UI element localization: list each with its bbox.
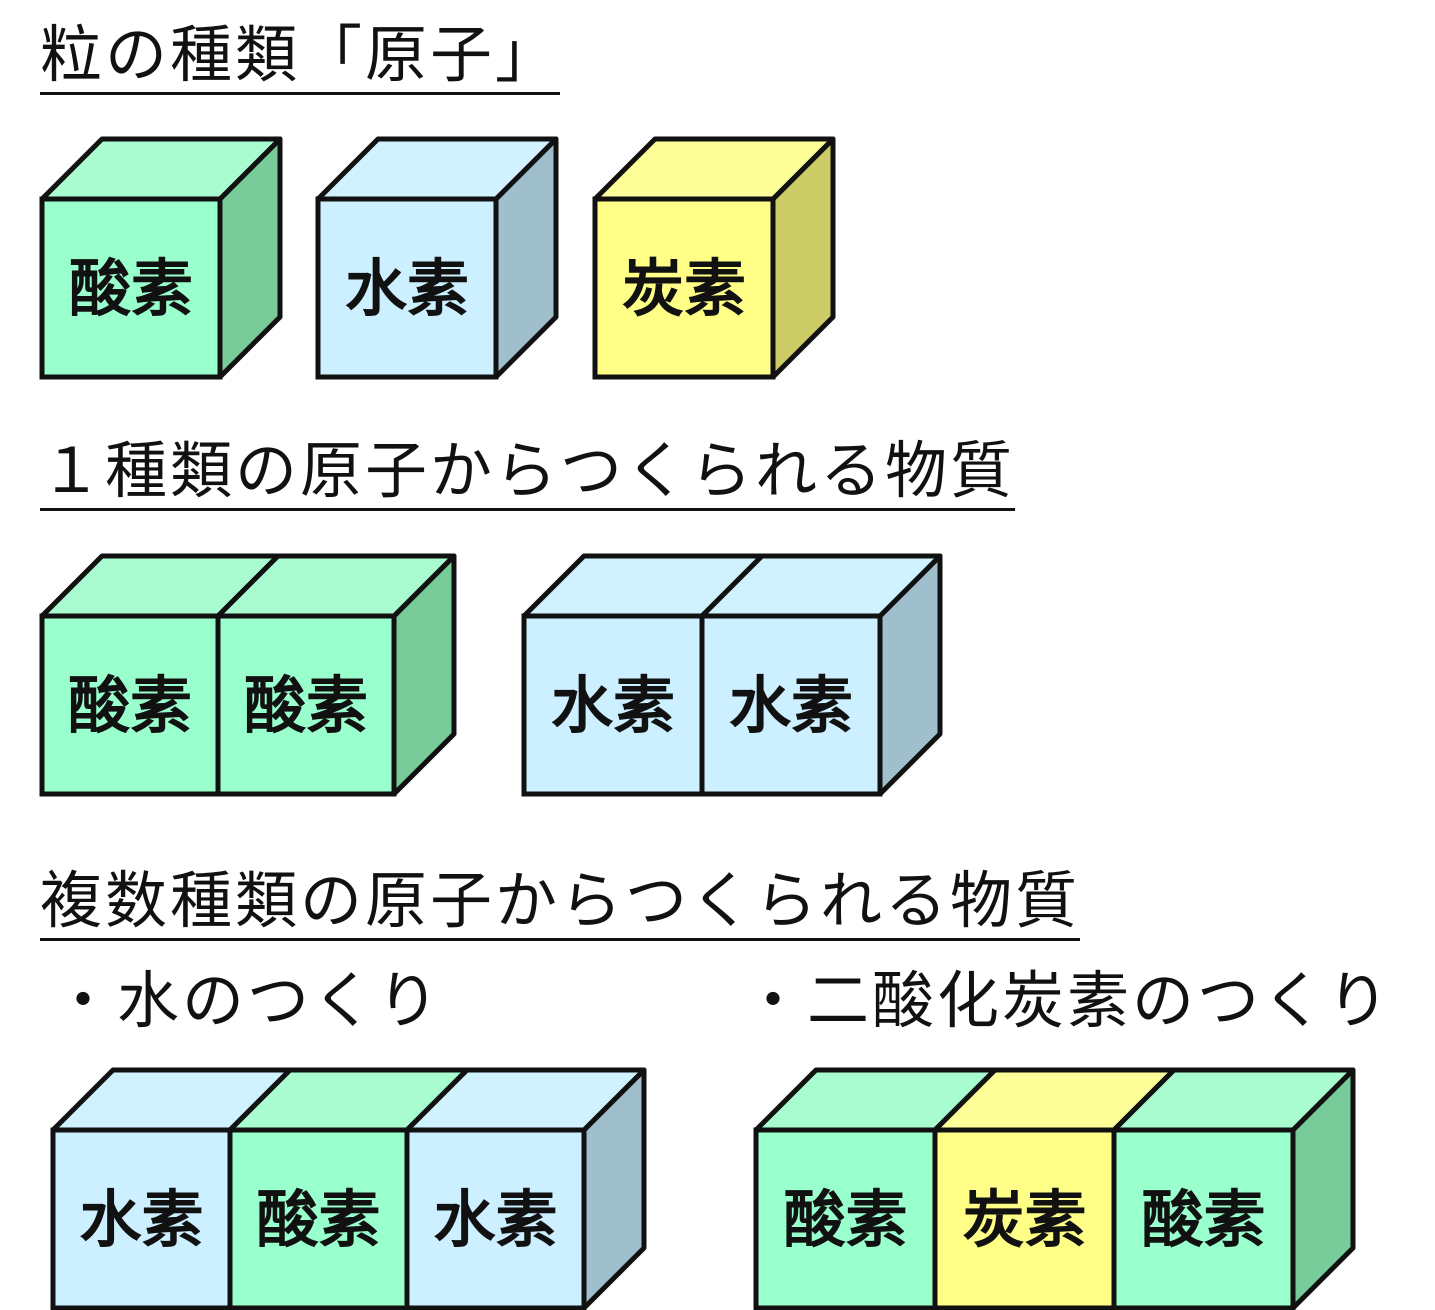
water-molecule-cell-2-front-face xyxy=(404,1127,587,1310)
hydrogen-molecule-cell-1-front-face xyxy=(699,613,883,797)
hydrogen-molecule-cell-0-front-face xyxy=(521,613,705,797)
co2-molecule-block: 酸素炭素酸素 xyxy=(753,1067,1356,1310)
hydrogen-molecule-cell-0-label: 水素 xyxy=(551,669,675,742)
co2-structure-label: ・二酸化炭素のつくり xyxy=(742,964,1393,1037)
oxygen-molecule-block: 酸素酸素 xyxy=(39,553,457,797)
water-molecule-block: 水素酸素水素 xyxy=(50,1067,647,1310)
oxygen-molecule-cell-0-label: 酸素 xyxy=(68,669,192,742)
atom-oxygen-cell-0-label: 酸素 xyxy=(69,252,193,325)
co2-molecule-cell-2-label: 酸素 xyxy=(1141,1183,1265,1256)
water-molecule-cell-2-label: 水素 xyxy=(433,1183,557,1256)
water-molecule-cell-1-label: 酸素 xyxy=(256,1183,380,1256)
atom-carbon-cell-0-label: 炭素 xyxy=(622,252,746,325)
atom-carbon-block: 炭素 xyxy=(592,136,836,380)
atom-hydrogen-cell-0-front-face xyxy=(315,196,499,380)
co2-molecule-cell-0-front-face xyxy=(753,1127,938,1310)
oxygen-molecule-cell-1-front-face xyxy=(215,613,397,797)
oxygen-molecule-cell-1-label: 酸素 xyxy=(244,669,368,742)
atoms-section-title: 粒の種類「原子」 xyxy=(40,24,561,95)
co2-molecule-cell-1-label: 炭素 xyxy=(962,1183,1086,1256)
oxygen-molecule-cell-0-front-face xyxy=(39,613,221,797)
water-structure-label: ・水のつくり xyxy=(52,964,443,1037)
water-molecule-cell-0-label: 水素 xyxy=(79,1183,203,1256)
atom-hydrogen-cell-0-label: 水素 xyxy=(345,252,469,325)
water-molecule-cell-1-front-face xyxy=(227,1127,410,1310)
co2-molecule-cell-0-label: 酸素 xyxy=(783,1183,907,1256)
single-element-section-title: １種類の原子からつくられる物質 xyxy=(40,440,1016,511)
water-molecule-cell-0-front-face xyxy=(50,1127,233,1310)
atom-hydrogen-block: 水素 xyxy=(315,136,559,380)
atom-oxygen-cell-0-front-face xyxy=(39,196,223,380)
multi-element-section-title: 複数種類の原子からつくられる物質 xyxy=(40,870,1081,941)
atom-oxygen-block: 酸素 xyxy=(39,136,283,380)
hydrogen-molecule-block: 水素水素 xyxy=(521,553,943,797)
atom-carbon-cell-0-front-face xyxy=(592,196,776,380)
co2-molecule-cell-1-front-face xyxy=(932,1127,1117,1310)
hydrogen-molecule-cell-1-label: 水素 xyxy=(729,669,853,742)
co2-molecule-cell-2-front-face xyxy=(1111,1127,1296,1310)
